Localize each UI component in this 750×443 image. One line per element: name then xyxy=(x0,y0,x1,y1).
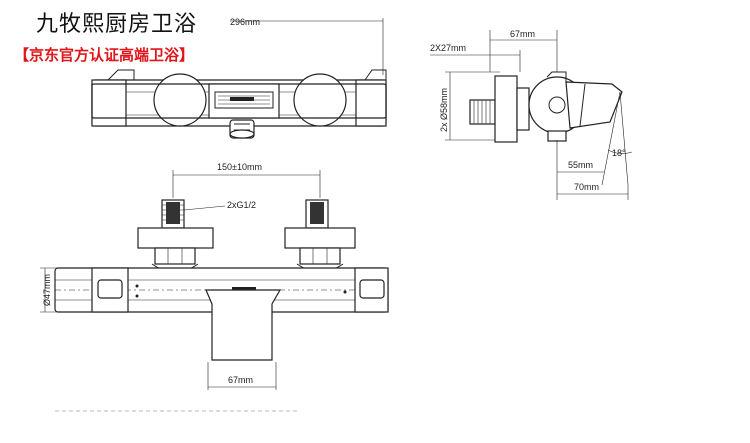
outlet-width-side-label: 67mm xyxy=(510,29,535,39)
front-view: 150±10mm 2xG1/2 Ø47mm xyxy=(40,162,389,412)
store-name: 九牧熙厨房卫浴 xyxy=(36,12,198,37)
inlet-thread-front-label: 2xG1/2 xyxy=(227,200,256,210)
diameter-side-label: 2x Ø58mm xyxy=(439,88,449,132)
body-diameter-label: Ø47mm xyxy=(42,274,52,306)
handle-depth-label: 55mm xyxy=(568,160,593,170)
overall-length-label: 296mm xyxy=(230,17,260,27)
inlet-thread-side-label: 2X27mm xyxy=(430,43,466,53)
outlet-width-front-label: 67mm xyxy=(228,375,253,385)
center-distance-label: 150±10mm xyxy=(217,162,262,172)
store-badge: 【京东官方认证高端卫浴】 xyxy=(14,46,195,64)
side-view: 67mm 2X27mm 2x Ø58mm 18° xyxy=(430,29,633,200)
top-view: 296mm xyxy=(91,17,387,139)
handle-angle-label: 18° xyxy=(612,148,626,158)
total-depth-label: 70mm xyxy=(574,182,599,192)
